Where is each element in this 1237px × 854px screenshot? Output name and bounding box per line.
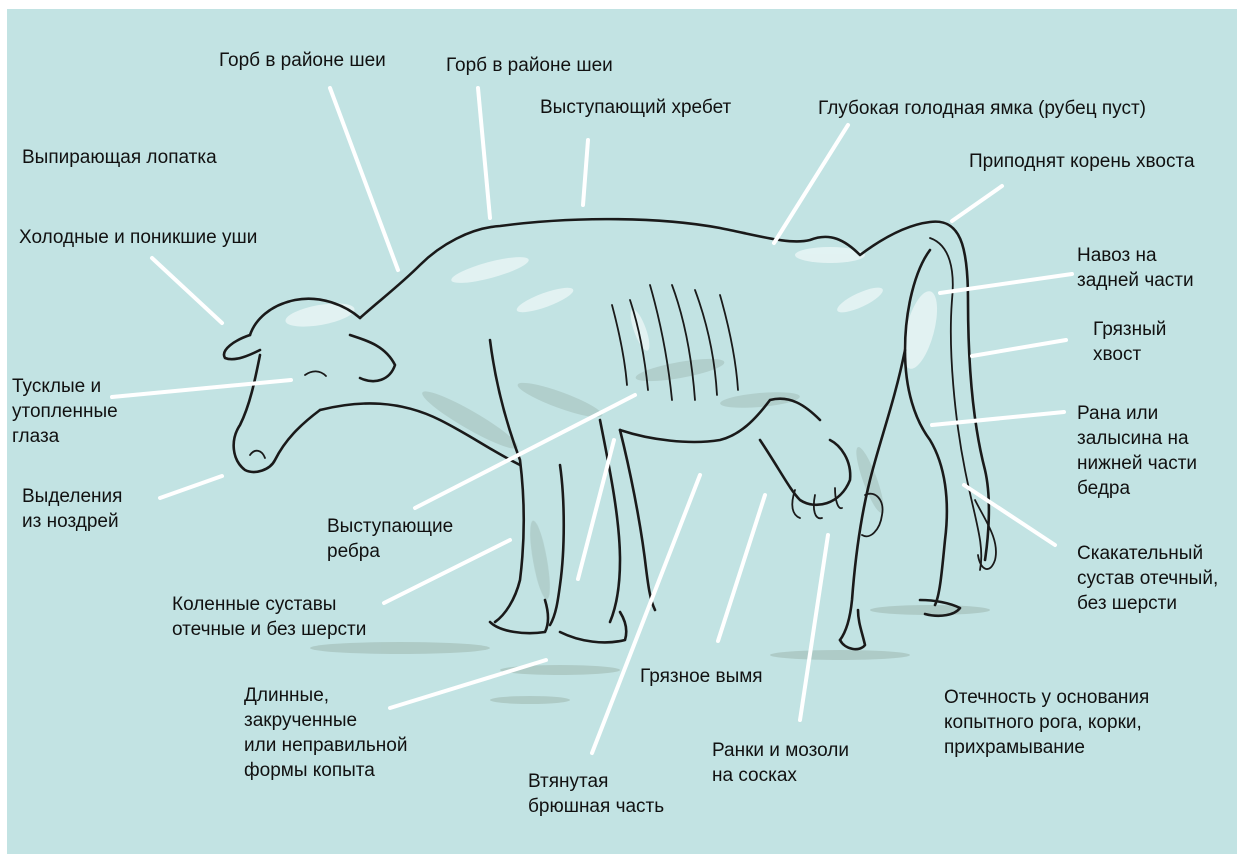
label-hump-neck-1: Горб в районе шеи — [219, 48, 386, 73]
label-shoulder-blade: Выпирающая лопатка — [22, 145, 217, 170]
label-teats: Ранки и мозоли на сосках — [712, 738, 849, 788]
label-thigh-wound: Рана или залысина на нижней части бедра — [1077, 401, 1197, 501]
leader-lines — [112, 88, 1072, 753]
label-spine: Выступающий хребет — [540, 95, 731, 120]
label-hump-neck-2: Горб в районе шеи — [446, 53, 613, 78]
body-shading — [418, 354, 889, 600]
label-tail-root: Приподнят корень хвоста — [969, 149, 1195, 174]
label-ears: Холодные и поникшие уши — [19, 225, 257, 250]
ground-shadows — [310, 605, 990, 704]
label-hoof-swelling: Отечность у основания копытного рога, ко… — [944, 685, 1149, 760]
label-hunger-pit: Глубокая голодная ямка (рубец пуст) — [818, 96, 1146, 121]
label-dirty-udder: Грязное вымя — [640, 664, 763, 689]
label-ribs: Выступающие ребра — [327, 514, 453, 564]
cow-outline — [224, 219, 996, 649]
label-hock: Скакательный сустав отечный, без шерсти — [1077, 541, 1218, 616]
label-belly: Втянутая брюшная часть — [528, 769, 664, 819]
label-nostrils: Выделения из ноздрей — [22, 484, 122, 534]
label-dirty-tail: Грязный хвост — [1093, 317, 1166, 367]
label-eyes: Тусклые и утопленные глаза — [12, 374, 118, 449]
label-hooves: Длинные, закрученные или неправильной фо… — [244, 683, 407, 783]
label-manure: Навоз на задней части — [1077, 243, 1194, 293]
label-knees: Коленные суставы отечные и без шерсти — [172, 592, 366, 642]
